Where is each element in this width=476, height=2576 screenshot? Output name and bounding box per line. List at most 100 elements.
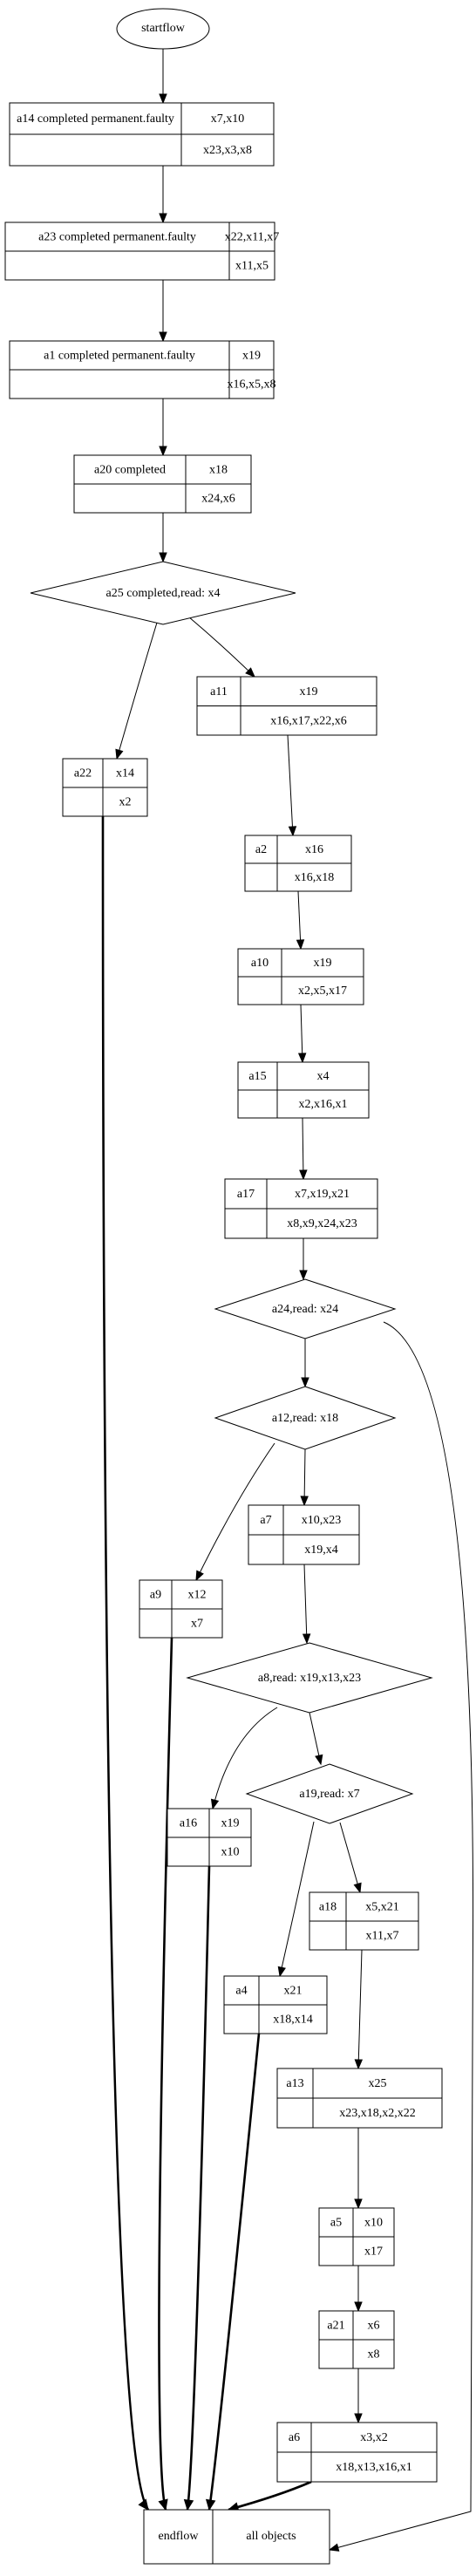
activity-inputs: x22,x11,x7 — [225, 231, 279, 244]
activity-inputs: x19 — [314, 957, 332, 970]
arrowhead — [183, 2498, 194, 2511]
edge-a14-to-a23 — [159, 166, 167, 224]
activity-outputs: x2 — [119, 796, 132, 809]
activity-outputs: x23,x3,x8 — [203, 144, 252, 157]
edge-a24-to-a12 — [301, 1339, 309, 1388]
edge-a21-to-a6 — [354, 2368, 363, 2424]
activity-outputs: x8,x9,x24,x23 — [287, 1217, 357, 1230]
activity-outputs: x8 — [368, 2348, 380, 2361]
decision-label: a8,read: x19,x13,x23 — [258, 1672, 361, 1685]
edge-a25-to-a11 — [187, 616, 255, 678]
activity-inputs: x19 — [242, 350, 261, 363]
edge-a20-to-a25 — [159, 513, 167, 563]
activity-title: a14 completed permanent.faulty — [17, 112, 174, 126]
arrowhead — [301, 1377, 309, 1388]
activity-inputs: x5,x21 — [365, 1901, 399, 1914]
arrowhead — [300, 1496, 309, 1507]
edge-a6-to-end — [227, 2480, 312, 2512]
edge-a12-to-a7 — [300, 1448, 309, 1507]
arrowhead — [159, 331, 167, 343]
activity-title: a1 completed permanent.faulty — [44, 350, 195, 363]
arrowhead — [296, 939, 305, 951]
edge-a19-to-a18 — [339, 1822, 362, 1894]
edge-a4-to-end — [205, 2033, 261, 2511]
activity-outputs: x11,x7 — [366, 1930, 399, 1943]
start-label: startflow — [141, 22, 186, 35]
edge-a13-to-a5 — [354, 2128, 363, 2210]
activity-outputs: x16,x17,x22,x6 — [270, 714, 347, 727]
arrowhead — [354, 2413, 363, 2424]
edge-a5-to-a21 — [354, 2266, 363, 2313]
edge-layer — [101, 49, 474, 2552]
end-objects: all objects — [246, 2530, 296, 2543]
arrowhead — [159, 93, 167, 105]
edge-a12-to-a9 — [195, 1442, 275, 1582]
edge-a16-to-end — [183, 1865, 211, 2511]
edge-a10-to-a15 — [297, 1004, 307, 1064]
arrowhead — [297, 1053, 307, 1064]
decision-node-a12: a12,read: x18 — [214, 1386, 397, 1450]
arrowhead — [353, 1882, 362, 1894]
activity-outputs: x18,x13,x16,x1 — [336, 2461, 412, 2474]
activity-title: a9 — [150, 1589, 161, 1602]
arrowhead — [159, 213, 167, 224]
activity-outputs: x18,x14 — [273, 2014, 313, 2027]
edge-start-to-a14 — [159, 49, 167, 105]
activity-inputs: x4 — [317, 1070, 330, 1083]
activity-title: a11 — [210, 685, 228, 699]
arrowhead — [245, 667, 255, 678]
arrowhead — [354, 2198, 363, 2210]
arrowhead — [302, 1633, 311, 1645]
activity-title: a13 — [286, 2077, 303, 2090]
arrowhead — [195, 1570, 204, 1582]
arrowhead — [159, 446, 167, 457]
activity-outputs: x17 — [364, 2245, 383, 2259]
arrowhead — [354, 2059, 364, 2070]
activity-inputs: x10 — [364, 2217, 383, 2230]
activity-title: a2 — [255, 843, 267, 856]
activity-title: a4 — [235, 1985, 247, 1998]
edge-a1-to-a20 — [159, 399, 167, 457]
arrowhead — [277, 1966, 286, 1978]
edge-a9-to-end — [158, 1637, 173, 2511]
arrowhead — [205, 2498, 216, 2511]
arrowhead — [315, 1754, 323, 1766]
edge-a11-to-a2 — [287, 734, 297, 837]
activity-inputs: x18 — [209, 464, 228, 477]
arrowhead — [299, 1270, 308, 1281]
activity-outputs: x16,x18 — [295, 871, 335, 884]
activity-title: a7 — [260, 1514, 271, 1527]
activity-inputs: x3,x2 — [360, 2431, 388, 2444]
activity-outputs: x16,x5,x8 — [228, 378, 276, 392]
activity-outputs: x19,x4 — [304, 1544, 338, 1557]
activity-inputs: x12 — [188, 1589, 207, 1602]
edge-a15-to-a17 — [299, 1117, 308, 1181]
activity-inputs: x16 — [305, 843, 323, 856]
decision-label: a12,read: x18 — [272, 1412, 338, 1425]
activity-outputs: x11,x5 — [235, 260, 269, 273]
edge-a17-to-a24 — [299, 1238, 308, 1281]
activity-title: a10 — [251, 957, 269, 970]
edge-a23-to-a1 — [159, 280, 167, 343]
activity-title: a15 — [248, 1070, 266, 1083]
activity-inputs: x21 — [284, 1985, 303, 1998]
edge-a22-to-end — [101, 815, 150, 2511]
activity-title: a22 — [74, 767, 92, 780]
activity-outputs: x23,x18,x2,x22 — [339, 2107, 416, 2120]
arrowhead — [288, 826, 297, 837]
arrowhead — [158, 2498, 168, 2511]
